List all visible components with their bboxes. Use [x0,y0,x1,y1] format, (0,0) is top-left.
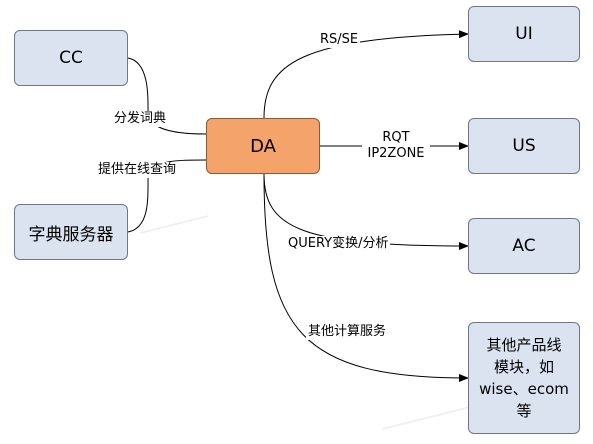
edge-da-other [263,173,469,382]
node-ui-label: UI [515,24,533,44]
node-ac: AC [468,218,580,274]
node-ui: UI [468,6,580,62]
edge-label-da-ui: RS/SE [318,32,361,48]
node-cc-label: CC [59,48,83,68]
edge-da-ac [263,173,469,250]
node-ac-label: AC [512,236,536,256]
edge-da-ui [263,30,469,119]
edge-label-da-other: 其他计算服务 [306,324,389,340]
node-us-label: US [512,136,536,156]
node-other-products: 其他产品线 模块，如 wise、ecom 等 [468,322,580,434]
node-da-label: DA [250,135,276,157]
node-us: US [468,118,580,174]
edge-dict-da [127,159,207,233]
node-da: DA [206,118,320,174]
node-dict-server: 字典服务器 [14,204,128,260]
node-other-products-label: 其他产品线 模块，如 wise、ecom 等 [479,336,569,420]
edge-label-cc-da: 分发词典 [112,111,169,127]
node-dict-server-label: 字典服务器 [28,224,114,245]
edge-label-da-ac: QUERY变换/分析 [286,236,391,252]
edge-label-da-us: RQT IP2ZONE [362,130,430,162]
node-cc: CC [14,30,128,86]
edge-label-dict-da: 提供在线查询 [96,162,179,178]
